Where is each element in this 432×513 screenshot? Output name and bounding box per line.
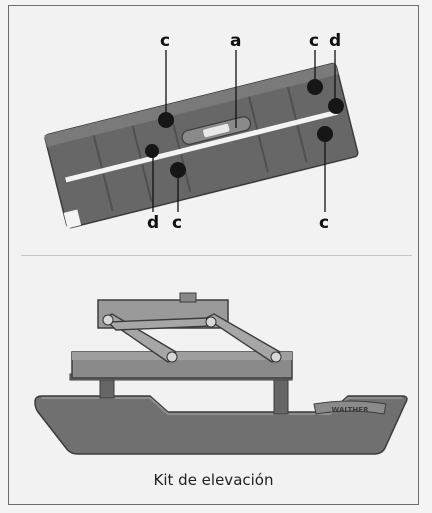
callout-c-top-left: c [160, 31, 171, 51]
base-sled [34, 395, 408, 455]
svg-text:WALTHER: WALTHER [332, 406, 370, 414]
screw-d-top-right [328, 98, 344, 114]
callout-a: a [230, 31, 242, 51]
callout-c-bottom-right: c [319, 213, 330, 233]
callout-c-top-right: c [309, 31, 320, 51]
callout-d-top-right: d [329, 31, 342, 51]
screw-d-bottom-left [145, 144, 159, 158]
screw-c-bottom-right [317, 126, 333, 142]
scissor-arm-right [204, 313, 282, 363]
screw-c-top-left [158, 112, 174, 128]
rail-top-lip [44, 62, 339, 147]
post-right [273, 377, 289, 415]
caption: Kit de elevación [153, 471, 274, 489]
walther-logo: WALTHER [313, 400, 387, 415]
screw-c-bottom-left [170, 162, 186, 178]
rail-plate-figure [44, 50, 359, 229]
callout-d-bottom-left: d [147, 213, 160, 233]
post-left [99, 377, 115, 399]
divider [21, 255, 412, 256]
callout-c-bottom-left: c [172, 213, 183, 233]
screw-c-top-right [307, 79, 323, 95]
rail-center-gap [65, 109, 339, 183]
